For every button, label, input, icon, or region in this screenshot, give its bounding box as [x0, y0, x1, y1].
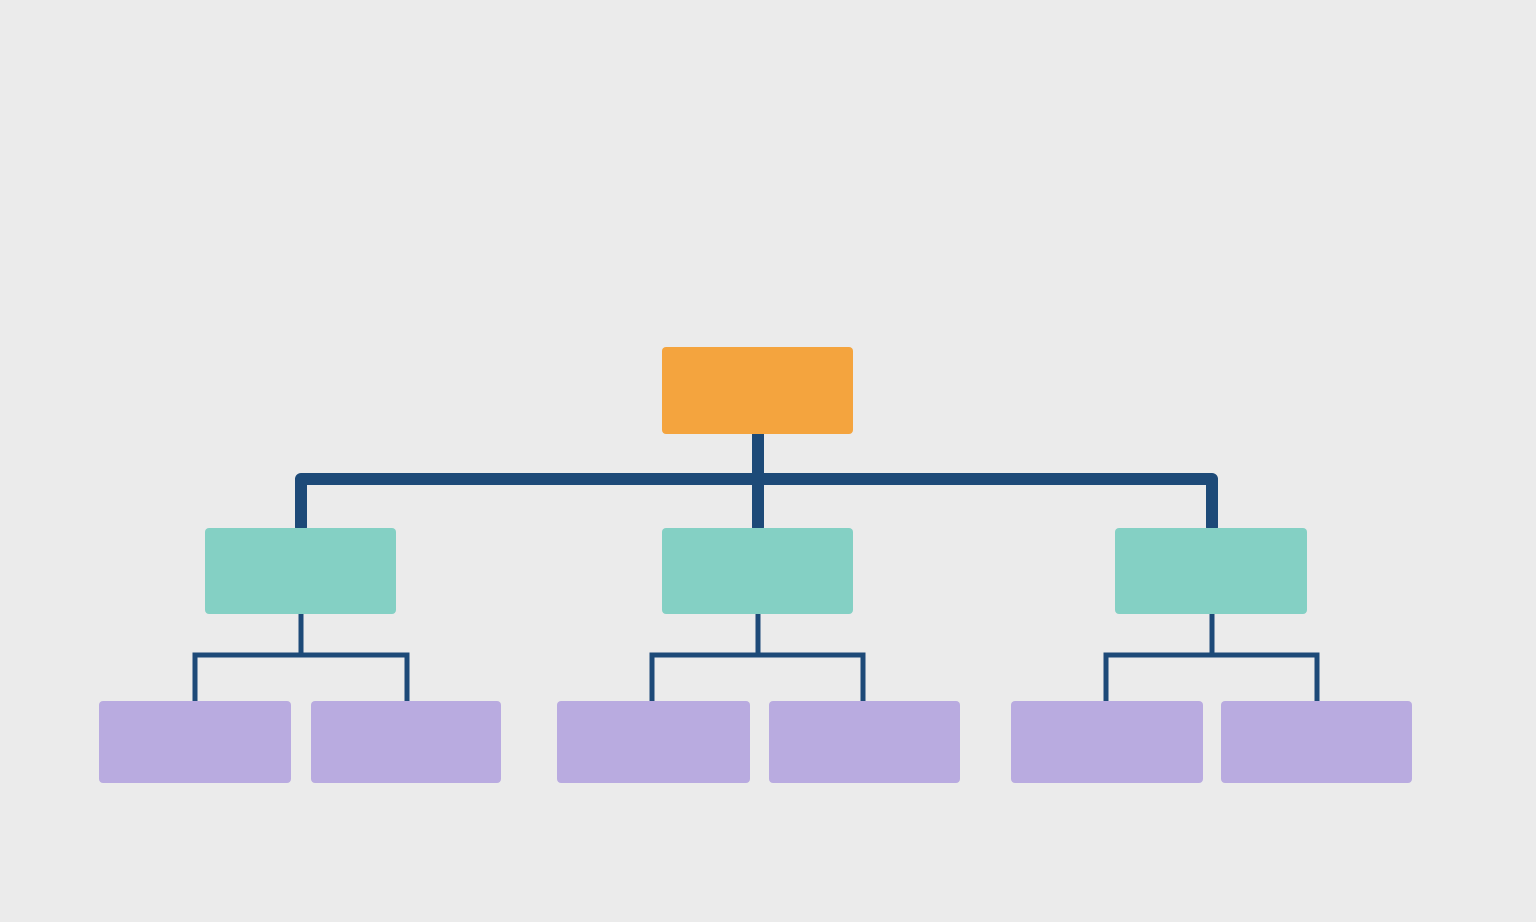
- level2-node: [1011, 701, 1203, 783]
- root-node: [662, 347, 853, 434]
- root-connectors: [295, 428, 1218, 533]
- level1-node: [662, 528, 853, 614]
- level1-node: [205, 528, 396, 614]
- level1-node: [1115, 528, 1307, 614]
- level2-node: [1221, 701, 1412, 783]
- child-connectors: [192, 614, 1320, 701]
- level2-node: [311, 701, 501, 783]
- connector-branch-3: [1103, 614, 1320, 701]
- level2-node: [99, 701, 291, 783]
- level2-node: [557, 701, 750, 783]
- connector-root-bar: [295, 473, 1218, 533]
- connector-branch-1: [192, 614, 410, 701]
- level2-node: [769, 701, 960, 783]
- connector-branch-2: [649, 614, 866, 701]
